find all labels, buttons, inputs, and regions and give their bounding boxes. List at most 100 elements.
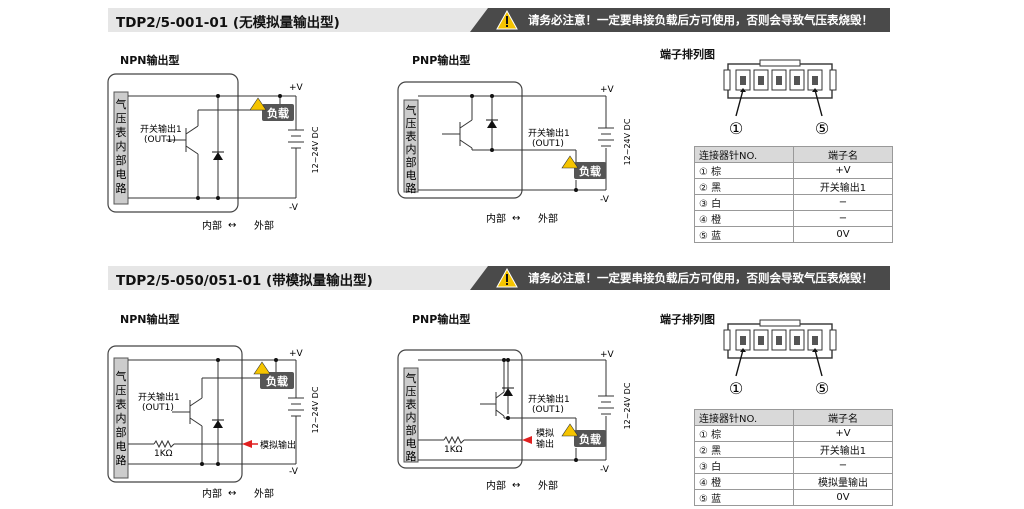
inner-label: 内部	[486, 212, 506, 225]
outer-label: 外部	[538, 212, 558, 225]
pin1-label: ①	[729, 379, 743, 398]
supply-label: 12~24V DC	[311, 386, 320, 433]
svg-text:路: 路	[406, 182, 417, 195]
pin5-label: ⑤	[815, 119, 829, 138]
warning-banner: 请务必注意！一定要串接负载后方可使用，否则会导致气压表烧毁！	[470, 266, 890, 290]
svg-text:内: 内	[116, 411, 127, 425]
svg-text:压: 压	[116, 384, 127, 397]
section-header-2: TDP2/5-050/051-01 (带模拟量输出型) 请务必注意！一定要串接负…	[108, 266, 890, 290]
pin-col-header: 连接器针NO.	[694, 146, 794, 163]
svg-text:压: 压	[406, 117, 417, 130]
arrow-icon: ↔	[228, 488, 236, 499]
resistor-label: 1KΩ	[154, 449, 173, 459]
pin-table-2: 连接器针NO.端子名 ① 棕+V ② 黑开关输出1 ③ 白− ④ 橙模拟量输出 …	[694, 409, 893, 506]
section-header-1: TDP2/5-001-01 (无模拟量输出型) 请务必注意！一定要串接负载后方可…	[108, 8, 890, 32]
warning-icon	[253, 361, 271, 375]
svg-text:电: 电	[406, 169, 417, 182]
svg-text:压: 压	[116, 112, 127, 125]
svg-text:气: 气	[406, 103, 417, 117]
warning-icon	[496, 10, 518, 30]
inner-box-char: 气	[116, 97, 127, 111]
pin1-label: ①	[729, 119, 743, 138]
load-label: 负载	[579, 432, 601, 446]
table-row: ③ 白−	[694, 457, 893, 474]
inner-label: 内部	[202, 487, 222, 500]
npn-circuit-1: 气 压表内 部电路 负载 +V -V 开关输出1 (OUT1) 12~24V D…	[107, 73, 320, 232]
pin5-label: ⑤	[815, 379, 829, 398]
table-row: ② 黑开关输出1	[694, 178, 893, 195]
minus-v: -V	[289, 467, 299, 477]
supply-label: 12~24V DC	[623, 118, 632, 165]
svg-text:路: 路	[406, 450, 417, 463]
svg-text:气: 气	[116, 369, 127, 383]
switch-out-label: 开关输出1	[528, 127, 570, 139]
table-row: ③ 白−	[694, 194, 893, 211]
svg-text:电: 电	[116, 168, 127, 181]
table-row: ② 黑开关输出1	[694, 441, 893, 458]
load-label: 负载	[579, 164, 601, 178]
resistor-label: 1KΩ	[444, 445, 463, 455]
out1-label: (OUT1)	[142, 403, 174, 413]
svg-text:电: 电	[116, 440, 127, 453]
inner-label: 内部	[486, 479, 506, 492]
inner-label: 内部	[202, 219, 222, 232]
plus-v: +V	[600, 350, 615, 360]
svg-text:部: 部	[116, 425, 127, 439]
outer-label: 外部	[538, 479, 558, 492]
npn-label: NPN输出型	[120, 313, 180, 326]
warning-icon	[249, 97, 267, 111]
pin-col-header: 连接器针NO.	[694, 409, 794, 426]
pnp-label: PNP输出型	[412, 313, 471, 326]
svg-text:表: 表	[406, 397, 417, 411]
terminal-label: 端子排列图	[660, 313, 715, 326]
plus-v: +V	[289, 83, 304, 93]
table-row: ① 棕+V	[694, 425, 893, 442]
switch-out-label: 开关输出1	[528, 393, 570, 405]
outer-label: 外部	[254, 219, 274, 232]
svg-text:部: 部	[406, 155, 417, 169]
analog-out-label: 模拟输出	[260, 439, 296, 451]
analog-arrow-icon	[522, 436, 532, 444]
connector-diagram-1: ① ⑤	[723, 59, 837, 138]
svg-text:表: 表	[406, 129, 417, 143]
svg-text:电: 电	[406, 437, 417, 450]
analog-arrow-icon	[242, 440, 252, 448]
switch-out-label: 开关输出1	[140, 123, 182, 135]
out1-label: (OUT1)	[532, 139, 564, 149]
supply-label: 12~24V DC	[623, 382, 632, 429]
svg-text:压: 压	[406, 385, 417, 398]
switch-out-label: 开关输出1	[138, 391, 180, 403]
table-row: ④ 橙−	[694, 210, 893, 227]
warning-icon	[496, 268, 518, 288]
terminal-col-header: 端子名	[793, 409, 893, 426]
terminal-label: 端子排列图	[660, 48, 715, 61]
table-row: ④ 橙模拟量输出	[694, 473, 893, 490]
supply-label: 12~24V DC	[311, 126, 320, 173]
section-title: TDP2/5-050/051-01 (带模拟量输出型)	[116, 273, 373, 289]
load-label: 负载	[266, 374, 288, 388]
warning-text: 请务必注意！一定要串接负载后方可使用，否则会导致气压表烧毁！	[528, 13, 873, 27]
analog-out-label-1: 模拟	[536, 427, 554, 439]
svg-text:部: 部	[406, 423, 417, 437]
svg-text:内: 内	[116, 139, 127, 153]
connector-diagram-2: ① ⑤	[723, 319, 837, 398]
warning-text: 请务必注意！一定要串接负载后方可使用，否则会导致气压表烧毁！	[528, 271, 873, 285]
warning-icon	[561, 155, 579, 169]
minus-v: -V	[600, 195, 610, 205]
minus-v: -V	[600, 465, 610, 475]
pnp-label: PNP输出型	[412, 54, 471, 67]
svg-text:表: 表	[116, 125, 127, 139]
outer-label: 外部	[254, 487, 274, 500]
svg-text:路: 路	[116, 182, 127, 195]
analog-out-label-2: 输出	[536, 438, 554, 450]
svg-text:内: 内	[406, 410, 417, 424]
minus-v: -V	[289, 203, 299, 213]
warning-banner: 请务必注意！一定要串接负载后方可使用，否则会导致气压表烧毁！	[470, 8, 890, 32]
arrow-icon: ↔	[228, 220, 236, 231]
out1-label: (OUT1)	[144, 135, 176, 145]
warning-icon	[561, 423, 579, 437]
